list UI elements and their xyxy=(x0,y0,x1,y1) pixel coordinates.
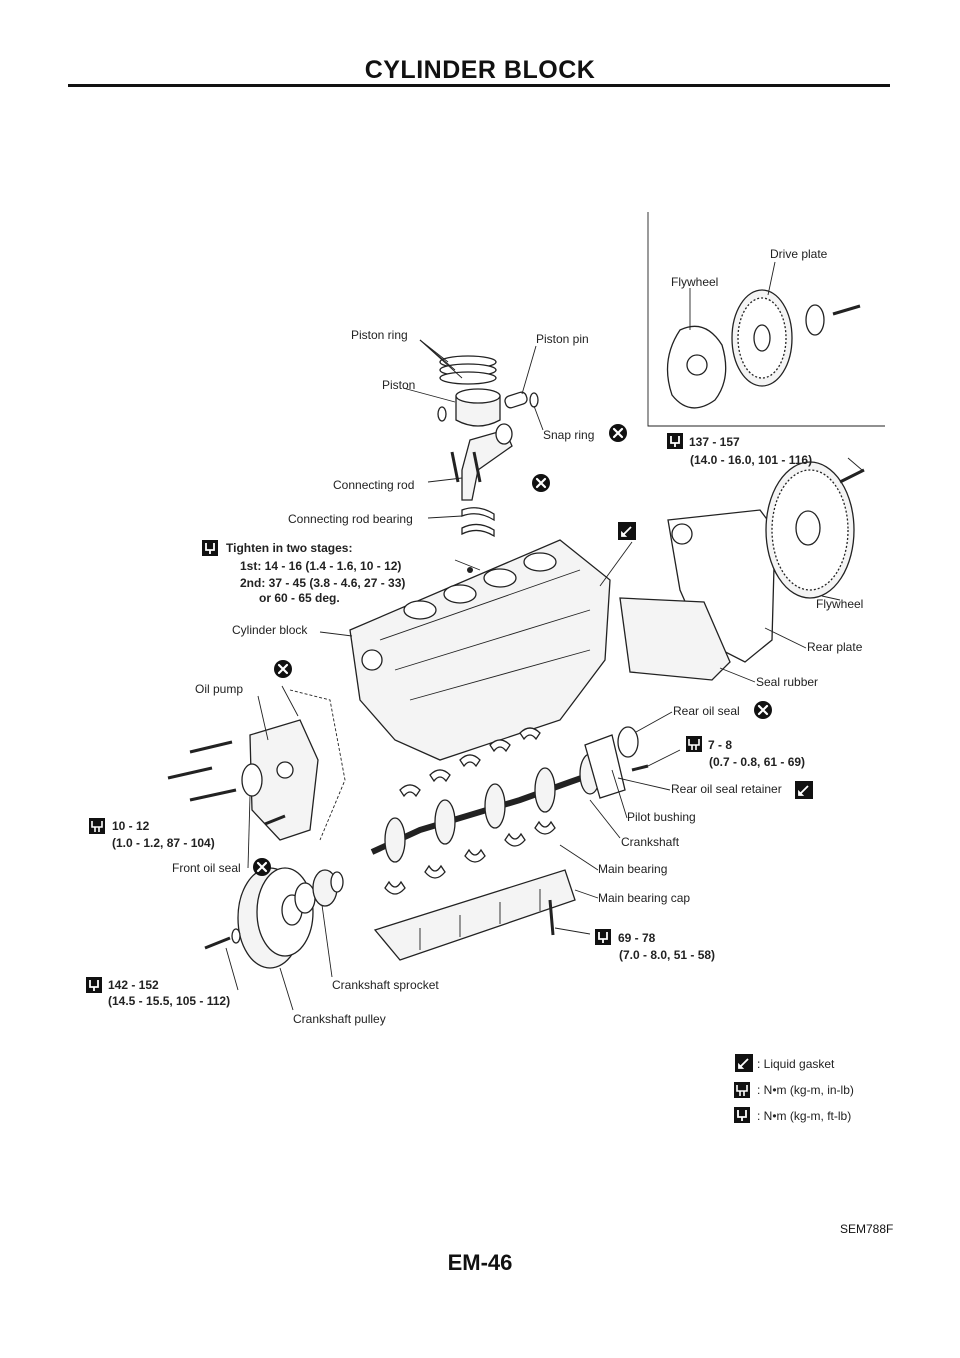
torque-main-cap-line2: (7.0 - 8.0, 51 - 58) xyxy=(619,948,715,962)
label-pilot-bushing: Pilot bushing xyxy=(627,810,696,824)
torque-oil-pump-icon xyxy=(88,817,106,835)
replace-icon-front-oil-seal xyxy=(251,856,273,878)
torque-pulley-line2: (14.5 - 15.5, 105 - 112) xyxy=(108,994,230,1008)
flywheel-inset xyxy=(647,212,885,427)
torque-oil-pump-line2: (1.0 - 1.2, 87 - 104) xyxy=(112,836,215,850)
crankshaft-sprocket-part xyxy=(294,869,344,914)
label-flywheel: Flywheel xyxy=(816,597,863,611)
replace-icon-conrod xyxy=(530,472,552,494)
legend-liquid-gasket: : Liquid gasket xyxy=(757,1057,835,1071)
legend-nm-ftlb-icon xyxy=(733,1106,751,1124)
replace-icon-snap-ring xyxy=(607,422,629,444)
inset-drive-plate xyxy=(731,289,793,387)
piston-body xyxy=(455,395,501,427)
liquid-gasket-icon-block xyxy=(617,521,637,541)
torque-oil-pump: 10 - 12 (1.0 - 1.2, 87 - 104) xyxy=(88,817,215,850)
page-number: EM-46 xyxy=(447,1250,513,1275)
torque-flywheel-line2: (14.0 - 16.0, 101 - 116) xyxy=(690,453,812,467)
torque-conrod-icon xyxy=(201,539,219,557)
label-cylinder-block: Cylinder block xyxy=(232,623,308,637)
label-drive-plate: Drive plate xyxy=(770,247,828,261)
front-oil-seal-part xyxy=(241,763,263,797)
page-title: CYLINDER BLOCK xyxy=(364,56,596,84)
label-connecting-rod: Connecting rod xyxy=(333,478,414,492)
replace-icon-oil-pump xyxy=(272,658,294,680)
rear-plate-part xyxy=(667,509,776,663)
label-rear-plate: Rear plate xyxy=(807,640,863,654)
oil-pump-part xyxy=(167,689,346,841)
figure-code: SEM788F xyxy=(840,1222,894,1236)
inset-bolt xyxy=(832,304,861,316)
legend: : Liquid gasket : N•m (kg-m, in-lb) : N•… xyxy=(733,1053,854,1124)
torque-conrod-line1: 1st: 14 - 16 (1.4 - 1.6, 10 - 12) xyxy=(240,559,401,573)
label-main-bearing: Main bearing xyxy=(598,862,667,876)
crankshaft-pulley-part xyxy=(204,867,314,969)
torque-conrod: Tighten in two stages: 1st: 14 - 16 (1.4… xyxy=(201,539,405,605)
piston-pin-part xyxy=(504,391,528,409)
label-seal-rubber: Seal rubber xyxy=(756,675,818,689)
legend-liquid-gasket-icon xyxy=(734,1053,754,1073)
torque-conrod-line3: or 60 - 65 deg. xyxy=(259,591,340,605)
inset-flywheel-plate xyxy=(666,325,727,409)
torque-main-cap-icon xyxy=(594,928,612,946)
torque-pulley: 142 - 152 (14.5 - 15.5, 105 - 112) xyxy=(85,976,230,1008)
torque-flywheel-line1: 137 - 157 xyxy=(689,435,740,449)
label-main-bearing-cap: Main bearing cap xyxy=(598,891,690,905)
torque-pulley-line1: 142 - 152 xyxy=(108,978,159,992)
liquid-gasket-icon-retainer xyxy=(794,780,814,800)
label-piston-pin: Piston pin xyxy=(536,332,589,346)
label-piston: Piston xyxy=(382,378,415,392)
legend-nm-ftlb: : N•m (kg-m, ft-lb) xyxy=(757,1109,851,1123)
cylinder-block-part xyxy=(349,539,611,761)
conrod-bearing-1 xyxy=(461,507,495,522)
label-crankshaft: Crankshaft xyxy=(621,835,680,849)
label-crankshaft-pulley: Crankshaft pulley xyxy=(293,1012,386,1026)
label-connecting-rod-bearing: Connecting rod bearing xyxy=(288,512,413,526)
torque-conrod-title: Tighten in two stages: xyxy=(226,541,352,555)
piston-ring-3 xyxy=(439,371,497,385)
piston-group xyxy=(437,355,539,538)
label-oil-pump: Oil pump xyxy=(195,682,243,696)
crankshaft-part xyxy=(370,726,649,863)
torque-flywheel: 137 - 157 (14.0 - 16.0, 101 - 116) xyxy=(666,432,812,467)
torque-rear-retainer-line1: 7 - 8 xyxy=(708,738,732,752)
replace-icon-rear-oil-seal xyxy=(752,699,774,721)
torque-main-cap-line1: 69 - 78 xyxy=(618,931,656,945)
lower-main-bearings xyxy=(384,820,556,895)
label-rear-oil-seal-retainer: Rear oil seal retainer xyxy=(671,782,782,796)
torque-flywheel-icon xyxy=(666,432,684,450)
upper-main-bearings xyxy=(399,727,541,798)
label-crankshaft-sprocket: Crankshaft sprocket xyxy=(332,978,439,992)
flywheel-rear-plate xyxy=(619,461,865,681)
leader-drive-plate xyxy=(767,261,776,296)
torque-main-cap: 69 - 78 (7.0 - 8.0, 51 - 58) xyxy=(594,928,715,962)
torque-rear-retainer-icon xyxy=(685,735,703,753)
inset-spacer xyxy=(805,304,825,336)
torque-pulley-icon xyxy=(85,976,103,994)
legend-nm-inlb-icon xyxy=(733,1081,751,1099)
leader-lines xyxy=(225,339,863,1011)
legend-nm-inlb: : N•m (kg-m, in-lb) xyxy=(757,1083,854,1097)
conrod-bearing-2 xyxy=(461,523,495,538)
snap-ring-part xyxy=(529,392,539,408)
main-bearing-caps xyxy=(373,869,576,961)
torque-rear-retainer-line2: (0.7 - 0.8, 61 - 69) xyxy=(709,755,805,769)
label-rear-oil-seal: Rear oil seal xyxy=(673,704,740,718)
torque-oil-pump-line1: 10 - 12 xyxy=(112,819,150,833)
label-front-oil-seal: Front oil seal xyxy=(172,861,241,875)
rear-oil-seal-retainer-part xyxy=(584,734,626,799)
label-flywheel-inset: Flywheel xyxy=(671,275,718,289)
torque-conrod-line2: 2nd: 37 - 45 (3.8 - 4.6, 27 - 33) xyxy=(240,576,405,590)
label-piston-ring: Piston ring xyxy=(351,328,408,342)
rear-oil-seal-part xyxy=(617,726,639,758)
header-rule xyxy=(68,84,890,87)
label-snap-ring: Snap ring xyxy=(543,428,594,442)
seal-rubber-part xyxy=(619,597,731,681)
torque-rear-retainer: 7 - 8 (0.7 - 0.8, 61 - 69) xyxy=(685,735,805,769)
